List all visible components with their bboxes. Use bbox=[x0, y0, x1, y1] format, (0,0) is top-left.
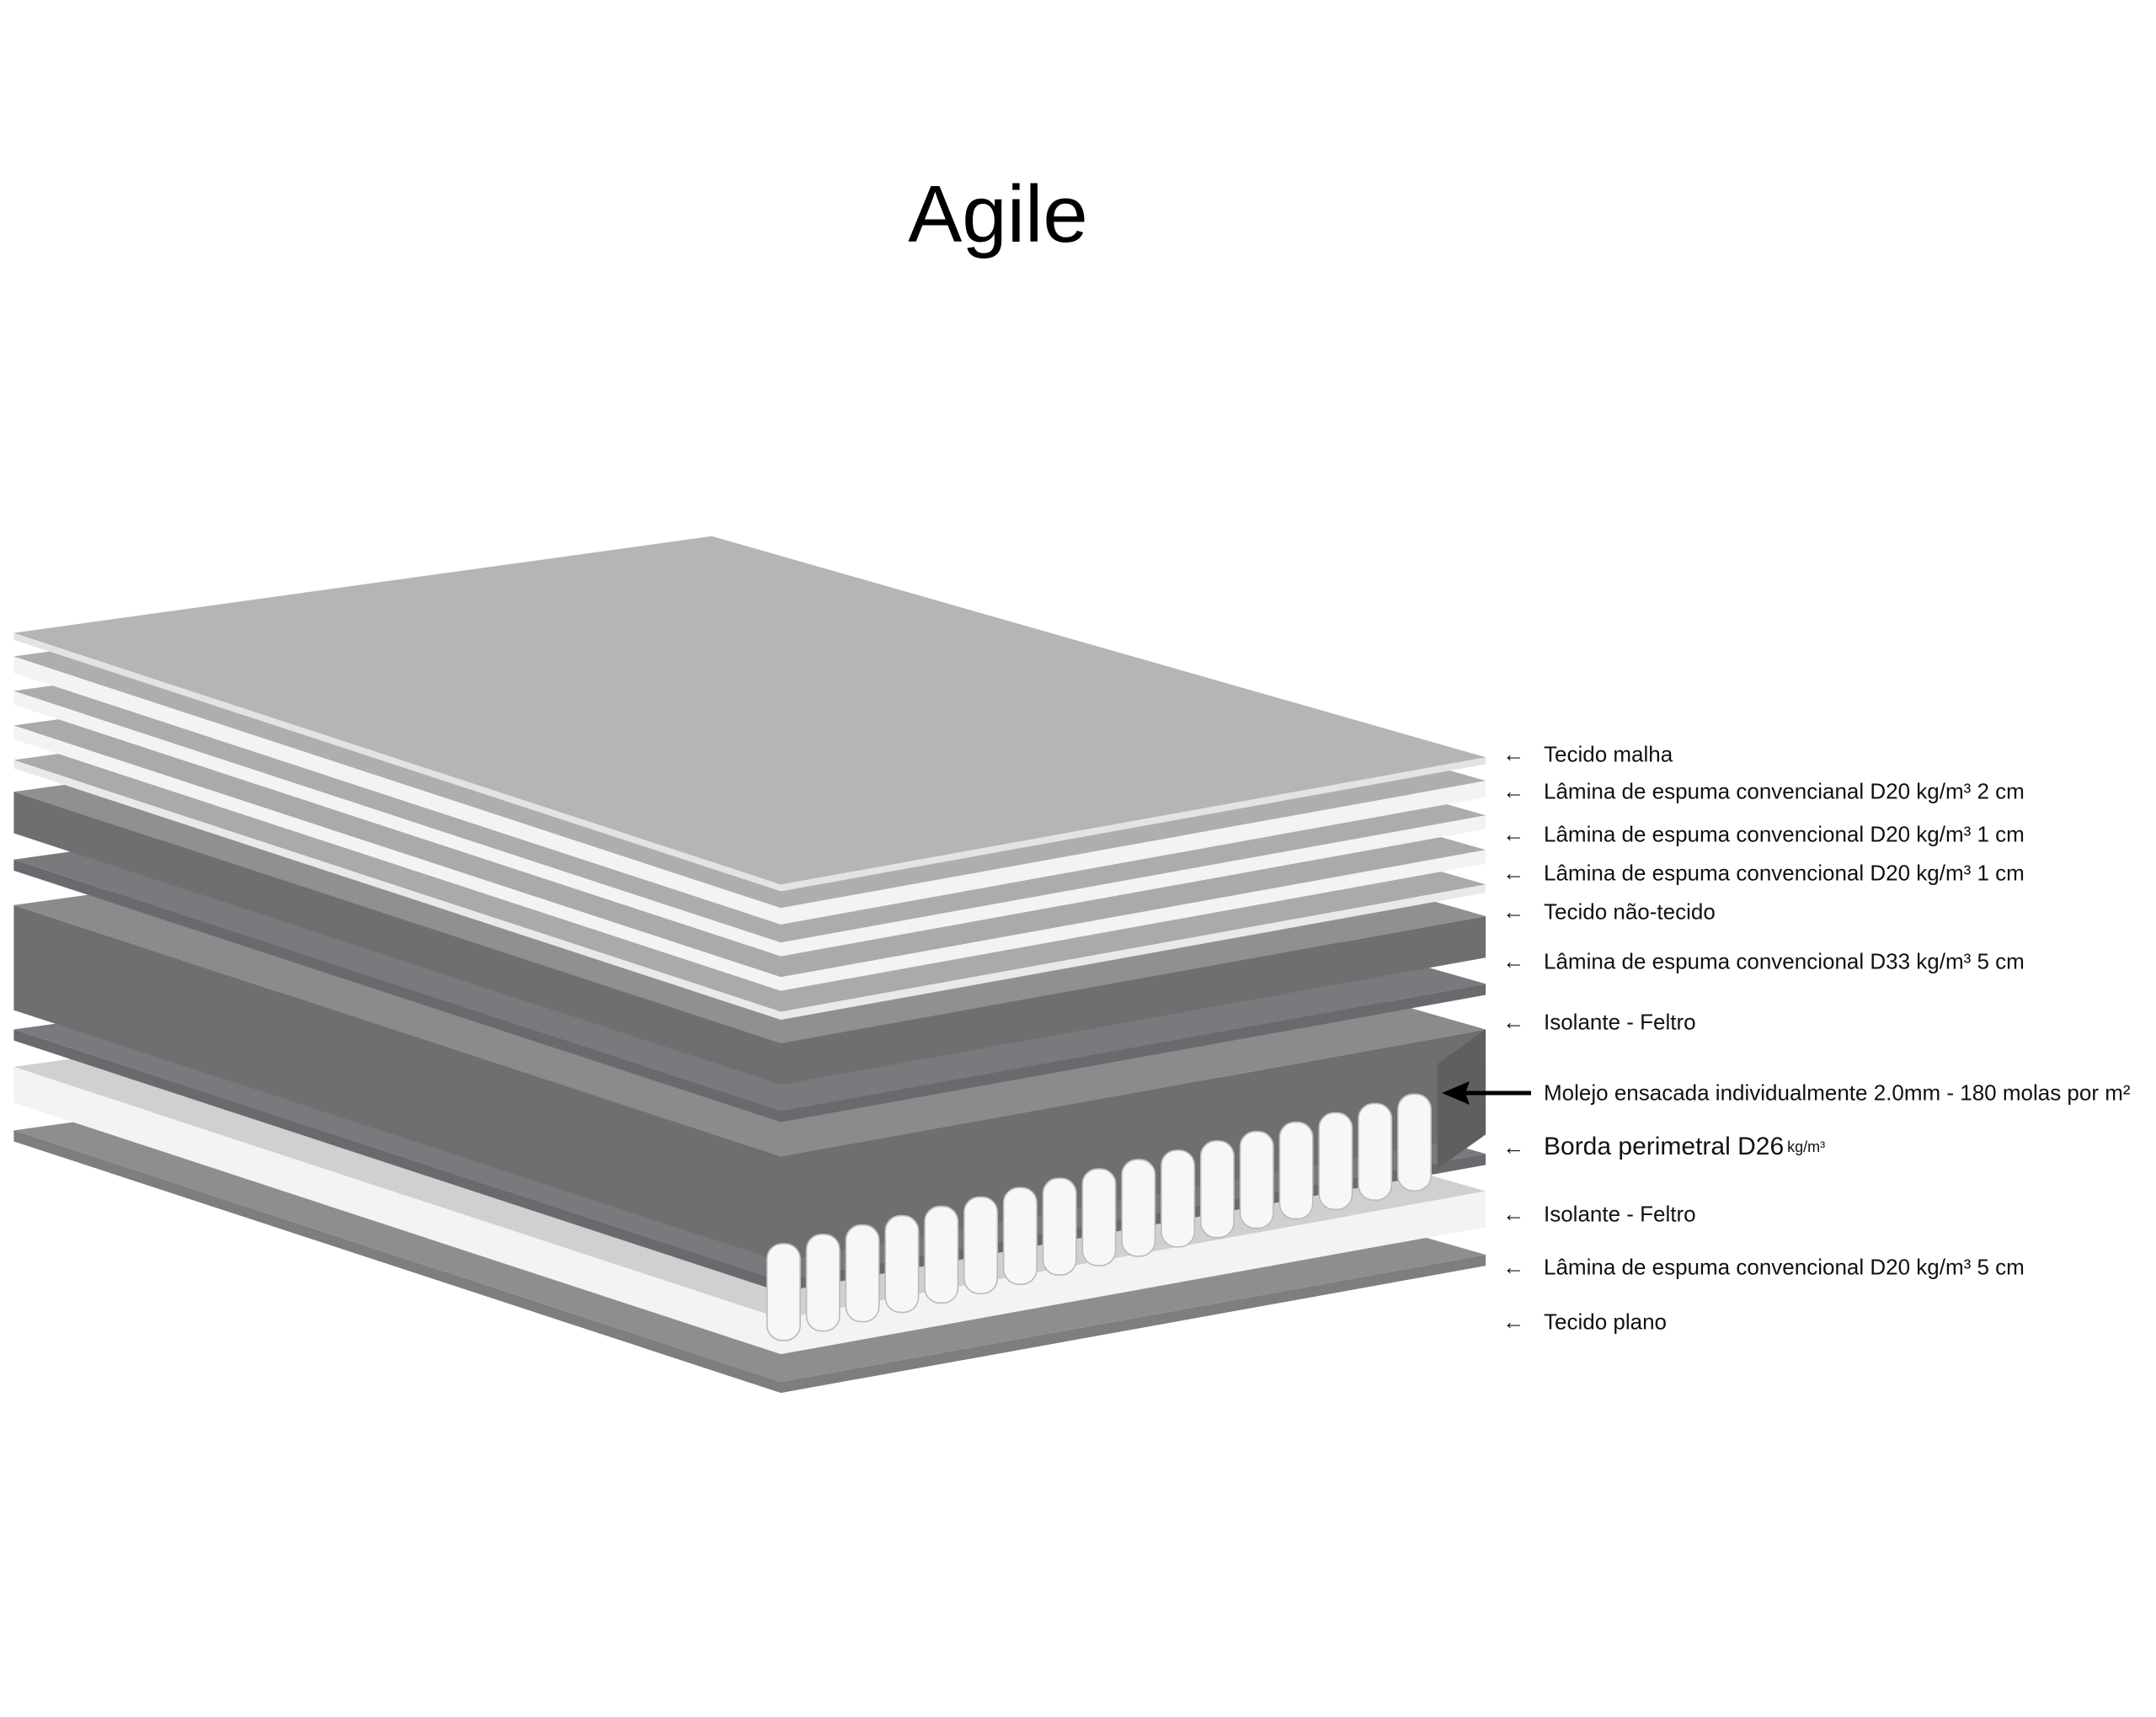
pocket-spring bbox=[845, 1224, 880, 1323]
layer-label: ← Lâmina de espuma convencianal D20 kg/m³… bbox=[1502, 779, 2025, 805]
pocket-spring bbox=[1199, 1139, 1235, 1239]
layer-label: ← Lâmina de espuma convencional D33 kg/m³… bbox=[1502, 949, 2025, 975]
molejo-pointer-arrow bbox=[1442, 1081, 1531, 1105]
layer-label: ← Lâmina de espuma convencional D20 kg/m³… bbox=[1502, 822, 2025, 848]
layer-label-text: Lâmina de espuma convencional D33 kg/m³ … bbox=[1544, 948, 2025, 974]
layer-label-text: Isolante - Feltro bbox=[1544, 1201, 1696, 1227]
arrow-left-icon: ← bbox=[1502, 1133, 1524, 1160]
arrow-left-icon: ← bbox=[1502, 821, 1524, 847]
layer-label-text: Borda perimetral D26 bbox=[1544, 1133, 1785, 1160]
arrow-left-icon: ← bbox=[1502, 898, 1524, 925]
layer-label-text: Molejo ensacada individualmente 2.0mm - … bbox=[1544, 1080, 2131, 1106]
pocket-spring bbox=[924, 1205, 959, 1304]
pocket-spring bbox=[1278, 1121, 1314, 1220]
layer-label-unit: kg/m³ bbox=[1787, 1138, 1826, 1155]
pocket-spring bbox=[1081, 1168, 1117, 1266]
layer-label-text: Isolante - Feltro bbox=[1544, 1009, 1696, 1035]
arrow-left-icon: ← bbox=[1502, 778, 1524, 804]
arrow-left-icon: ← bbox=[1502, 1201, 1524, 1227]
pocket-spring bbox=[805, 1233, 841, 1332]
layer-label: ← Tecido plano bbox=[1502, 1309, 1667, 1336]
layer-label: ← Lâmina de espuma convencional D20 kg/m³… bbox=[1502, 1255, 2025, 1281]
layer-label: Molejo ensacada individualmente 2.0mm - … bbox=[1502, 1080, 2131, 1106]
pocket-spring bbox=[884, 1214, 920, 1314]
pocket-spring bbox=[1002, 1186, 1038, 1285]
layer-label-text: Lâmina de espuma convencianal D20 kg/m³ … bbox=[1544, 778, 2025, 804]
layer-label-text: Lâmina de espuma convencional D20 kg/m³ … bbox=[1544, 821, 2025, 847]
arrow-left-icon: ← bbox=[1502, 741, 1524, 767]
pocket-spring bbox=[1318, 1112, 1353, 1211]
pocket-spring bbox=[766, 1243, 801, 1341]
pocket-spring bbox=[963, 1196, 999, 1295]
layer-label: ← Tecido malha bbox=[1502, 742, 1673, 768]
pocket-spring bbox=[1358, 1102, 1393, 1202]
arrow-left-icon: ← bbox=[1502, 860, 1524, 886]
tecido-malha-layer bbox=[13, 536, 1486, 892]
layer-label-text: Lâmina de espuma convencional D20 kg/m³ … bbox=[1544, 860, 2025, 886]
layer-label-text: Tecido não-tecido bbox=[1544, 898, 1716, 925]
arrow-left-icon: ← bbox=[1502, 1009, 1524, 1035]
pocket-spring bbox=[1121, 1159, 1156, 1257]
layer-label-text: Tecido malha bbox=[1544, 741, 1673, 767]
layer-label-text: Lâmina de espuma convencional D20 kg/m³ … bbox=[1544, 1254, 2025, 1280]
layer-label: ← Tecido não-tecido bbox=[1502, 899, 1716, 925]
layer-label: ← Lâmina de espuma convencional D20 kg/m³… bbox=[1502, 861, 2025, 887]
arrow-left-icon: ← bbox=[1502, 1254, 1524, 1280]
pocket-spring bbox=[1161, 1149, 1196, 1248]
layer-label: ← Isolante - Feltro bbox=[1502, 1010, 1696, 1036]
pocket-spring bbox=[1239, 1130, 1274, 1229]
layer-label-text: Tecido plano bbox=[1544, 1309, 1667, 1335]
arrow-left-icon: ← bbox=[1502, 1309, 1524, 1335]
layer-label: ← Isolante - Feltro bbox=[1502, 1202, 1696, 1228]
product-title: Agile bbox=[908, 169, 1088, 259]
pocket-spring bbox=[1397, 1093, 1433, 1192]
pocket-spring bbox=[1042, 1177, 1077, 1276]
arrow-left-icon: ← bbox=[1502, 948, 1524, 974]
